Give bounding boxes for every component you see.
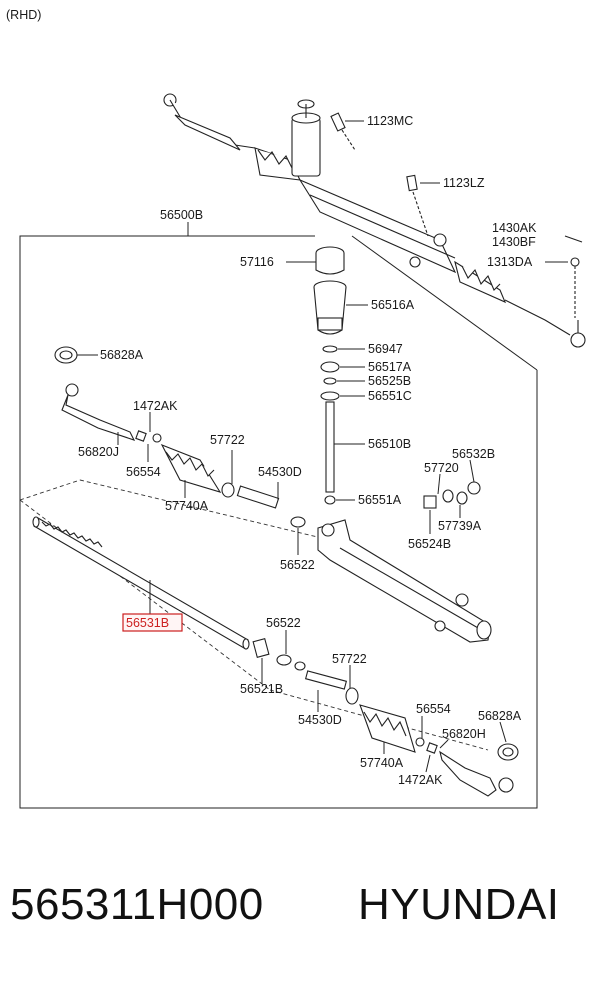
- left-tie-rod-parts: [54, 346, 306, 528]
- label-57722-left: 57722: [210, 433, 245, 447]
- label-56516A: 56516A: [371, 298, 415, 312]
- label-54530D-left: 54530D: [258, 465, 302, 479]
- part-number: 565311H000: [10, 880, 264, 929]
- label-56551A: 56551A: [358, 493, 402, 507]
- label-1430BF: 1430BF: [492, 235, 536, 249]
- housing-leaders: [429, 459, 475, 534]
- label-57722-right: 57722: [332, 652, 367, 666]
- label-57739A: 57739A: [438, 519, 482, 533]
- label-56510B: 56510B: [368, 437, 411, 451]
- label-1472AK-right: 1472AK: [398, 773, 443, 787]
- label-1313DA: 1313DA: [487, 255, 533, 269]
- pinion-leaders: [286, 261, 368, 501]
- label-54530D-right: 54530D: [298, 713, 342, 727]
- assembly-box: [19, 235, 538, 809]
- label-56517A: 56517A: [368, 360, 412, 374]
- label-56947: 56947: [368, 342, 403, 356]
- label-56524B: 56524B: [408, 537, 451, 551]
- label-57740A-left: 57740A: [165, 499, 209, 513]
- top-leaders: [345, 120, 568, 263]
- label-56554-right: 56554: [416, 702, 451, 716]
- label-57740A-right: 57740A: [360, 756, 404, 770]
- part-footer: 565311H000 HYUNDAI: [0, 880, 600, 960]
- label-56521B: 56521B: [240, 682, 283, 696]
- right-tie-rod-leaders: [261, 630, 507, 773]
- label-1472AK-left: 1472AK: [133, 399, 178, 413]
- variant-label: (RHD): [6, 8, 41, 22]
- label-56522-left: 56522: [280, 558, 315, 572]
- label-56828A-right: 56828A: [478, 709, 522, 723]
- label-56820H: 56820H: [442, 727, 486, 741]
- label-1430AK: 1430AK: [492, 221, 537, 235]
- label-1123LZ: 1123LZ: [443, 176, 485, 190]
- gear-housing: [317, 481, 492, 643]
- label-56828A-left: 56828A: [100, 348, 144, 362]
- label-57116: 57116: [240, 255, 274, 269]
- manufacturer-name: HYUNDAI: [358, 880, 560, 929]
- right-tie-rod-parts: [252, 638, 519, 797]
- label-56531B[interactable]: 56531B: [126, 616, 169, 630]
- label-56551C: 56551C: [368, 389, 412, 403]
- label-56532B: 56532B: [452, 447, 495, 461]
- label-56820J: 56820J: [78, 445, 119, 459]
- label-56525B: 56525B: [368, 374, 411, 388]
- label-57720: 57720: [424, 461, 459, 475]
- pinion-stack: [313, 246, 347, 505]
- highlight-box-56531B: [122, 613, 183, 632]
- left-tie-rod-leaders: [77, 354, 299, 555]
- label-56500B: 56500B: [160, 208, 203, 222]
- label-1123MC: 1123MC: [367, 114, 413, 128]
- label-56554-left: 56554: [126, 465, 161, 479]
- rack-bar: [32, 516, 250, 650]
- label-56522-right: 56522: [266, 616, 301, 630]
- top-steering-gear: [163, 93, 586, 348]
